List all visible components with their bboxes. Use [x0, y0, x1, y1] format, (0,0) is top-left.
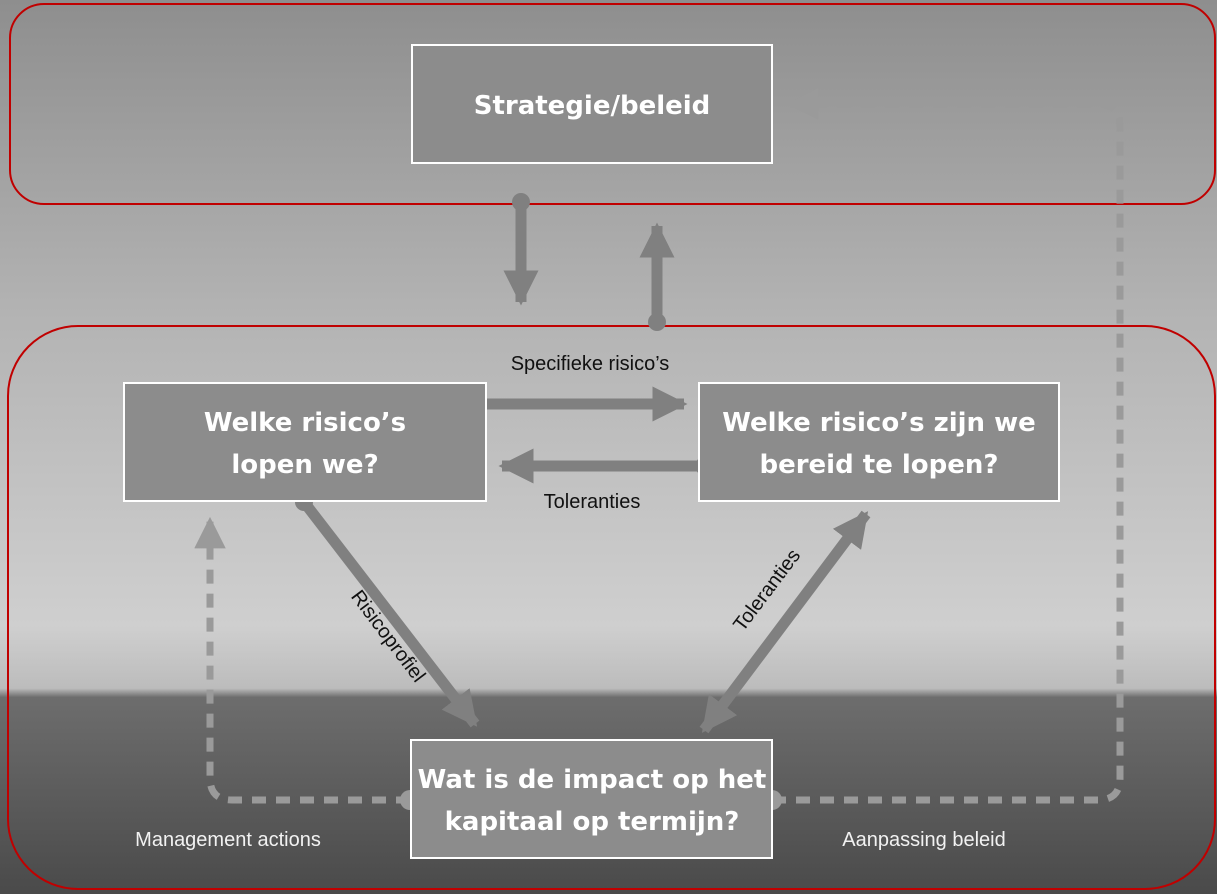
- box-strategie-beleid: Strategie/beleid: [411, 44, 773, 164]
- arrow-toleranties-diagonal: [699, 510, 871, 734]
- label-aanpassing-beleid: Aanpassing beleid: [842, 829, 1005, 851]
- dashed-arrow-management-actions: [194, 516, 410, 804]
- box-welke-label-line1: Welke risico’s: [204, 408, 406, 438]
- label-specifieke-risicos: Specifieke risico’s: [511, 353, 670, 375]
- box-welke-label-line2: lopen we?: [231, 450, 378, 480]
- label-toleranties-horizontal: Toleranties: [544, 491, 641, 513]
- label-management-actions: Management actions: [135, 829, 321, 851]
- arrow-origin-dot: [512, 193, 530, 211]
- box-bereid-label-line1: Welke risico’s zijn we: [722, 408, 1036, 438]
- box-bereid-te-lopen: Welke risico’s zijn we bereid te lopen?: [698, 382, 1060, 502]
- box-impact-label-line1: Wat is de impact op het: [418, 765, 767, 795]
- arrow-risicoprofiel: [299, 498, 480, 728]
- risk-frame: [7, 325, 1216, 890]
- box-impact-kapitaal: Wat is de impact op het kapitaal op term…: [410, 739, 773, 859]
- box-strategie-label: Strategie/beleid: [474, 91, 711, 121]
- arrow-origin-dot: [648, 313, 666, 331]
- dashed-arrow-aanpassing-beleid: [772, 88, 1124, 804]
- box-welke-risicos: Welke risico’s lopen we?: [123, 382, 487, 502]
- box-bereid-label-line2: bereid te lopen?: [759, 450, 998, 480]
- box-impact-label-line2: kapitaal op termijn?: [445, 807, 740, 837]
- strategy-frame: [9, 3, 1216, 205]
